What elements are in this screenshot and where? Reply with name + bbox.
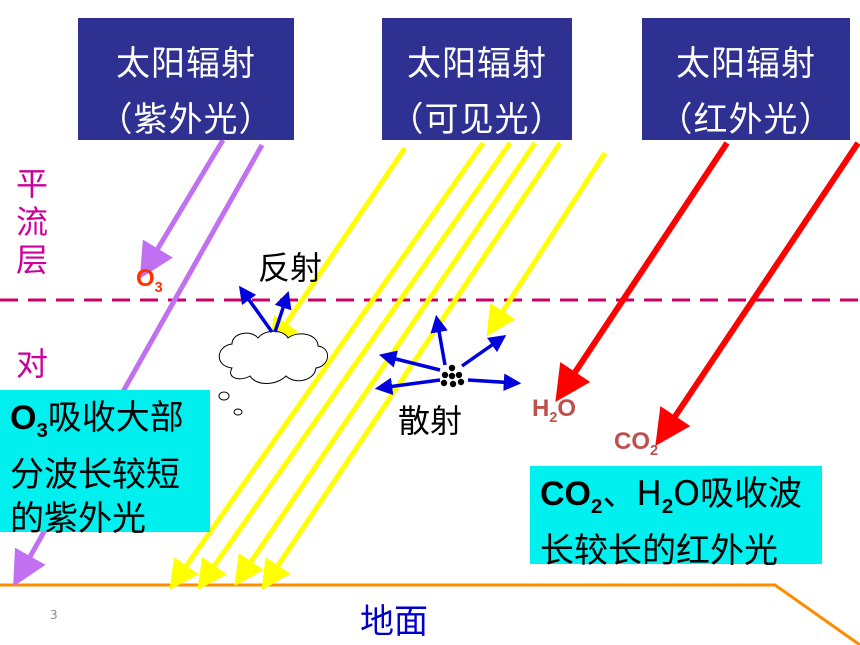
stratosphere-label: 平流层	[15, 165, 48, 279]
scatter-arrow	[460, 334, 507, 368]
visible-ray-ground-2	[197, 141, 513, 591]
ozone-absorption-note: O3吸收大部 分波长较短 的紫外光	[0, 390, 210, 539]
source-box-ir: 太阳辐射 （红外光）	[642, 18, 850, 140]
h2o-label: H2O	[532, 395, 577, 426]
note-line: CO2、H2O吸收波	[540, 474, 803, 518]
source-type: （紫外光）	[98, 100, 274, 140]
source-type: （红外光）	[658, 100, 834, 140]
reflection-arrow	[238, 285, 274, 334]
reflection-label: 反射	[258, 249, 323, 287]
visible-ray-reflected	[269, 146, 408, 349]
visible-ray-scattered	[486, 151, 608, 337]
uv-ray-absorbed	[139, 138, 226, 279]
visible-ray-ground-1	[169, 141, 486, 591]
greenhouse-absorption-note: CO2、H2O吸收波 长较长的红外光	[530, 466, 822, 571]
o3-label: O3	[136, 265, 163, 296]
ground-line	[0, 583, 860, 645]
troposphere-label: 对	[15, 345, 48, 383]
particle-cluster-icon	[440, 364, 465, 388]
scattering-label: 散射	[398, 402, 463, 440]
scatter-arrow	[374, 377, 441, 396]
source-title: 太阳辐射	[676, 44, 816, 84]
ground-label: 地面	[360, 602, 428, 642]
co2-label: CO2	[614, 428, 659, 459]
note-line: 的紫外光	[10, 498, 146, 539]
ir-ray-co2	[655, 141, 860, 446]
scatter-arrow	[378, 350, 441, 372]
cloud-puff-icon	[233, 408, 243, 416]
note-line: 长较长的红外光	[540, 530, 778, 571]
scatter-arrow	[467, 373, 522, 391]
source-box-uv: 太阳辐射 （紫外光）	[78, 18, 294, 140]
source-box-visible: 太阳辐射 （可见光）	[382, 18, 572, 140]
ir-ray-h2o	[555, 141, 730, 403]
note-line: 分波长较短	[10, 454, 180, 495]
note-line: O3吸收大部	[10, 398, 184, 442]
page-number: 3	[50, 608, 58, 622]
source-title: 太阳辐射	[407, 44, 547, 84]
cloud-puff-icon	[218, 391, 230, 401]
reflection-arrow	[273, 291, 292, 333]
scatter-arrow	[430, 314, 448, 366]
source-title: 太阳辐射	[116, 44, 256, 84]
cloud-icon	[218, 330, 328, 384]
source-type: （可见光）	[389, 100, 565, 140]
